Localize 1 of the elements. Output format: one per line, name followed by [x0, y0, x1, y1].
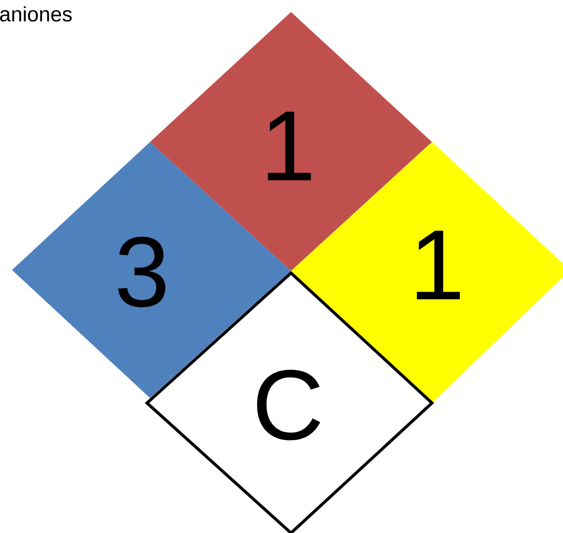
label-text: aniones	[0, 6, 72, 22]
